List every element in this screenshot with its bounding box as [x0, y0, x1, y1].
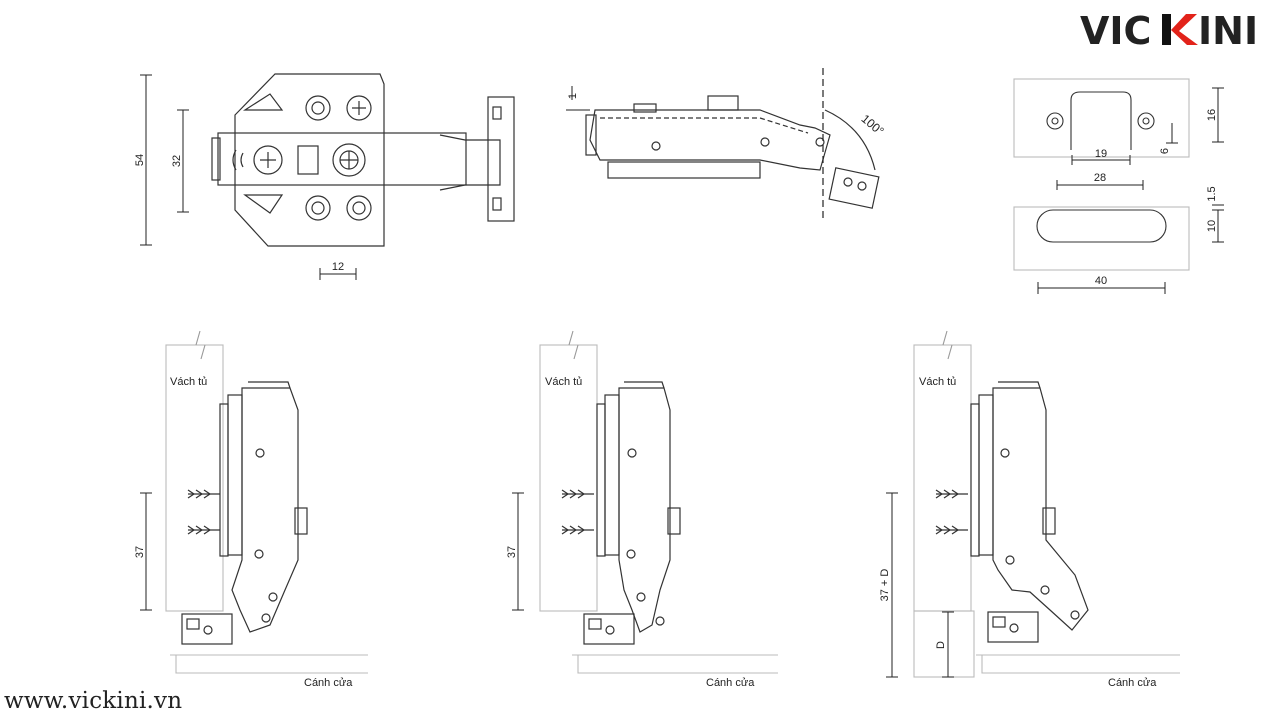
dim-gap-label: 1	[567, 93, 579, 99]
dim-plate-height-label: 16	[1206, 109, 1218, 121]
installation-view-3	[886, 330, 1180, 678]
logo-k-mark	[1162, 14, 1198, 45]
cup-hole-view	[1013, 206, 1190, 271]
door-label-1: Cánh cửa	[304, 677, 353, 689]
mounting-plate-view	[1013, 78, 1190, 158]
overlay-dim-label-1: 37	[134, 546, 146, 558]
overlay-dim-label-3: 37 + D	[879, 569, 891, 602]
door-label-2: Cánh cửa	[706, 677, 755, 689]
dim-cup-width-label: 10	[1206, 220, 1218, 232]
dim-plate-inner-label: 19	[1095, 148, 1107, 160]
website-url: www.vickini.vn	[4, 688, 183, 714]
dim-cup-spacing-label: 32	[171, 155, 183, 167]
cabinet-label-1: Vách tủ	[170, 376, 207, 388]
dim-plate-offset-label: 6	[1159, 148, 1171, 154]
opening-angle-label: 100°	[859, 112, 887, 139]
cabinet-label-3: Vách tủ	[919, 376, 956, 388]
installation-view-1	[140, 330, 368, 674]
dim-cup-offset-label: 12	[332, 261, 344, 273]
dim-height-label: 54	[134, 154, 146, 166]
hinge-side-view	[585, 95, 880, 209]
cabinet-label-2: Vách tủ	[545, 376, 582, 388]
hinge-front-view	[211, 73, 515, 247]
door-label-3: Cánh cửa	[1108, 677, 1157, 689]
door-thickness-label: D	[935, 641, 947, 649]
plate-dimensions	[1037, 87, 1224, 294]
dim-cup-depth-label: 1.5	[1206, 186, 1218, 201]
installation-view-2	[512, 330, 778, 674]
logo-text-left: VIC	[1080, 9, 1151, 53]
front-view-dimensions	[140, 74, 357, 280]
dim-plate-outer-label: 28	[1094, 172, 1106, 184]
overlay-dim-label-2: 37	[506, 546, 518, 558]
logo-text-right: INI	[1198, 9, 1258, 53]
dim-cup-length-label: 40	[1095, 275, 1107, 287]
brand-logo: VIC INI	[1080, 9, 1258, 53]
